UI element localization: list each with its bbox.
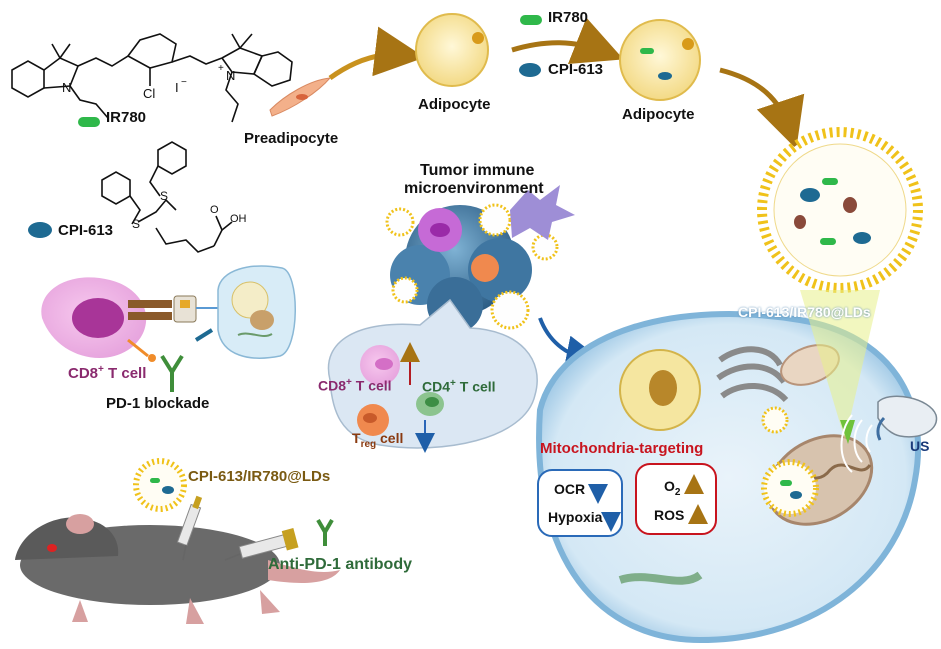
hydroxyl-group: OH <box>230 213 247 225</box>
arrow-preadipocyte-to-adipocyte <box>328 26 425 81</box>
ros-label: ROS <box>654 507 685 523</box>
syringe-top <box>176 495 203 561</box>
ocr-hypoxia-box <box>537 469 623 537</box>
antibody-icon-left <box>160 354 184 392</box>
o2-label: O2 <box>664 478 681 498</box>
pd1-blockade-label: PD-1 blockade <box>106 395 210 412</box>
targeting-beam <box>800 290 880 440</box>
arrow-adipocyte-loading <box>511 17 624 65</box>
antibody-icon-bottom <box>316 518 334 546</box>
preadipocyte-label: Preadipocyte <box>244 130 339 147</box>
tumor-title-line2: microenvironment <box>404 180 544 197</box>
mouse-illustration <box>15 514 340 624</box>
cpi613-blob-icon-top <box>519 63 541 77</box>
oxo-atom: O <box>210 204 219 216</box>
sulfur-atom-1: S <box>132 217 140 231</box>
pd1-end <box>148 354 156 362</box>
cpi613-structure <box>101 141 233 253</box>
anti-pd1-label: Anti-PD-1 antibody <box>268 556 412 573</box>
ultrasound-probe <box>840 395 938 473</box>
tumor-treg-cell <box>471 254 499 282</box>
cd8-tcell-left <box>41 277 147 359</box>
tumor-title-line1: Tumor immune <box>420 162 535 179</box>
syringe-bottom <box>224 528 299 561</box>
ir780-label: IR780 <box>106 109 147 126</box>
adipocyte-2-nucleus <box>682 38 694 50</box>
tumor-mass <box>385 185 575 333</box>
ir780-pill-icon-top <box>520 15 542 25</box>
ir780-structure <box>11 33 293 123</box>
cd8-label-left: CD8+ T cell <box>68 364 147 382</box>
adipocyte-cell-1 <box>415 13 489 87</box>
n-plus-charge: + <box>218 63 224 74</box>
adipocyte-ir780-cargo <box>640 48 654 54</box>
lipid-droplet-large <box>757 127 923 293</box>
ir780-label-top: IR780 <box>548 9 589 26</box>
chlorine-atom: Cl <box>143 86 155 101</box>
adipocyte-1-nucleus <box>472 32 484 44</box>
cd4-label-zoom: CD4+ T cell <box>422 378 496 395</box>
targeting-arrowhead <box>840 420 855 444</box>
ir780-pill-icon <box>78 117 100 127</box>
cpi613-label-top: CPI-613 <box>548 61 604 78</box>
n-atom-right: N <box>226 68 235 83</box>
mitochondria-targeting-label: Mitochondria-targeting <box>540 440 704 457</box>
iodide-ion: I <box>175 80 179 95</box>
o2-ros-box <box>635 463 717 535</box>
cpi613-label: CPI-613 <box>58 222 114 239</box>
ultrasound-label: US <box>910 438 930 454</box>
adipocyte-label-1: Adipocyte <box>418 96 491 113</box>
ocr-label: OCR <box>554 481 586 497</box>
cpi613-blob-icon <box>28 222 52 238</box>
hypoxia-label: Hypoxia <box>548 509 603 525</box>
adipocyte-label-2: Adipocyte <box>622 106 695 123</box>
iodide-charge: − <box>181 77 187 88</box>
arrow-to-lipid-droplet <box>719 67 805 149</box>
pd1-arm <box>127 338 149 358</box>
cd8-label-zoom: CD8+ T cell <box>318 377 392 394</box>
dendritic-cell <box>510 185 575 240</box>
target-cell-large <box>536 311 922 644</box>
treg-label-zoom: Treg cell <box>352 430 404 450</box>
preadipocyte-nucleus <box>296 94 308 100</box>
nanoparticle-label-top: CPI-613/IR780@LDs <box>738 304 871 320</box>
adipocyte-cpi-cargo <box>658 72 672 80</box>
tumor-cell-left <box>194 265 296 359</box>
sulfur-atom-2: S <box>160 189 168 203</box>
adipocyte-cell-2 <box>619 19 701 101</box>
n-atom-left: N <box>62 80 71 95</box>
lipid-droplet-small-bottom <box>133 458 187 512</box>
nanoparticle-label-bottom: CPI-613/IR780@LDs <box>188 468 331 485</box>
